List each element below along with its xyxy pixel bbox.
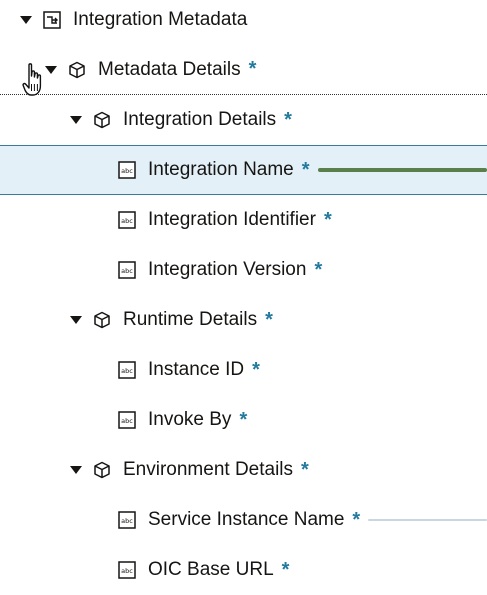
tree-node-oic-base-url[interactable]: abc OIC Base URL *: [0, 545, 487, 595]
required-marker: *: [323, 208, 332, 231]
string-field-icon: abc: [118, 511, 136, 529]
mapping-line[interactable]: [368, 519, 487, 521]
expand-collapse-chevron-icon[interactable]: [43, 62, 59, 78]
tree-node-invoke-by[interactable]: abc Invoke By *: [0, 395, 487, 445]
tree-node-label: Environment Details: [123, 459, 294, 480]
string-field-icon: abc: [118, 561, 136, 579]
required-marker: *: [281, 558, 290, 581]
hand-pointer-cursor-icon: [22, 62, 44, 98]
string-field-icon: abc: [118, 361, 136, 379]
object-cube-icon: [93, 311, 111, 329]
tree-node-metadata-details[interactable]: Metadata Details *: [0, 45, 487, 95]
tree-node-label: Instance ID: [148, 359, 245, 380]
tree-node-label: Metadata Details: [98, 58, 241, 80]
tree-node-label: Integration Name: [148, 159, 294, 180]
object-cube-icon: [93, 111, 111, 129]
string-field-icon: abc: [118, 261, 136, 279]
svg-text:abc: abc: [121, 217, 133, 225]
tree-node-label: Integration Version: [148, 259, 307, 280]
required-marker: *: [301, 158, 310, 181]
object-cube-icon: [93, 461, 111, 479]
tree-node-label: Runtime Details: [123, 309, 258, 330]
tree-node-label: Invoke By: [148, 409, 232, 430]
svg-text:abc: abc: [121, 417, 133, 425]
string-field-icon: abc: [118, 211, 136, 229]
tree-node-integration-identifier[interactable]: abc Integration Identifier *: [0, 195, 487, 245]
tree-node-label: Integration Metadata: [73, 9, 248, 30]
required-marker: *: [265, 308, 273, 331]
string-field-icon: abc: [118, 161, 136, 179]
svg-text:abc: abc: [121, 567, 133, 575]
svg-text:abc: abc: [121, 517, 133, 525]
tree-node-label: Integration Identifier: [148, 209, 316, 230]
required-marker: *: [314, 258, 323, 281]
tree-node-label: Service Instance Name: [148, 509, 345, 530]
active-mapping-line[interactable]: [318, 168, 487, 172]
svg-text:abc: abc: [121, 167, 133, 175]
tree-node-service-instance-name[interactable]: abc Service Instance Name *: [0, 495, 487, 545]
tree-node-integration-metadata[interactable]: Integration Metadata: [0, 0, 487, 45]
object-cube-icon: [68, 61, 86, 79]
expand-collapse-chevron-icon[interactable]: [18, 12, 34, 28]
tree-node-runtime-details[interactable]: Runtime Details *: [0, 295, 487, 345]
svg-text:abc: abc: [121, 267, 133, 275]
required-marker: *: [252, 358, 260, 381]
tree-node-label: Integration Details: [123, 109, 277, 130]
required-marker: *: [301, 458, 309, 481]
required-marker: *: [239, 408, 248, 431]
tree-node-environment-details[interactable]: Environment Details *: [0, 445, 487, 495]
schema-root-icon: [43, 11, 61, 29]
required-marker: *: [352, 508, 361, 531]
tree-node-instance-id[interactable]: abc Instance ID *: [0, 345, 487, 395]
expand-collapse-chevron-icon[interactable]: [68, 462, 84, 478]
tree-node-label: OIC Base URL: [148, 559, 274, 580]
expand-collapse-chevron-icon[interactable]: [68, 112, 84, 128]
string-field-icon: abc: [118, 411, 136, 429]
tree-node-integration-details[interactable]: Integration Details *: [0, 95, 487, 145]
required-marker: *: [248, 58, 257, 80]
tree-node-integration-version[interactable]: abc Integration Version *: [0, 245, 487, 295]
svg-text:abc: abc: [121, 367, 133, 375]
required-marker: *: [284, 108, 292, 131]
expand-collapse-chevron-icon[interactable]: [68, 312, 84, 328]
